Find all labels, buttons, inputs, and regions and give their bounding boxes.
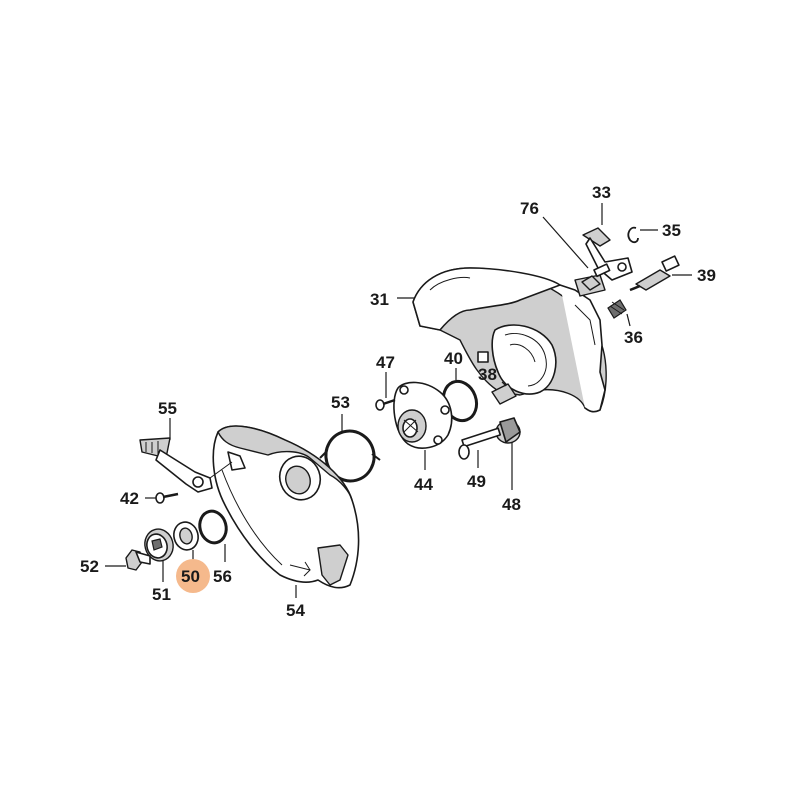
part-42-screw — [155, 492, 179, 504]
part-56-ring — [198, 509, 228, 545]
part-33-lever — [582, 227, 633, 281]
label-55: 55 — [158, 399, 177, 418]
label-33: 33 — [592, 183, 611, 202]
label-36: 36 — [624, 328, 643, 347]
part-55-lever — [139, 437, 246, 493]
label-54: 54 — [286, 601, 305, 620]
part-47-screw — [375, 398, 396, 411]
part-52-bolt — [125, 549, 151, 571]
part-labels: 33 76 35 39 31 36 40 47 38 53 55 44 49 4… — [80, 183, 716, 620]
highlight-marker — [176, 559, 210, 593]
part-53-spring — [319, 429, 381, 483]
part-49-bolt — [458, 427, 502, 460]
part-36-spring — [607, 299, 627, 319]
label-52: 52 — [80, 557, 99, 576]
part-50-washer — [173, 521, 199, 551]
label-31: 31 — [370, 290, 389, 309]
part-39-rod — [629, 255, 680, 292]
label-44: 44 — [414, 475, 433, 494]
lower-blade-guard — [212, 425, 360, 589]
label-40: 40 — [444, 349, 463, 368]
label-38: 38 — [478, 365, 497, 384]
part-38-block — [491, 383, 517, 405]
leader-lines — [105, 203, 692, 598]
label-76: 76 — [520, 199, 539, 218]
label-56: 56 — [213, 567, 232, 586]
label-51: 51 — [152, 585, 171, 604]
upper-blade-guard — [412, 267, 607, 413]
label-35: 35 — [662, 221, 681, 240]
label-39: 39 — [697, 266, 716, 285]
label-49: 49 — [467, 472, 486, 491]
part-44-flange — [393, 381, 453, 449]
label-42: 42 — [120, 489, 139, 508]
part-51-flange — [144, 528, 174, 562]
label-50: 50 — [181, 567, 200, 586]
label-53: 53 — [331, 393, 350, 412]
label-48: 48 — [502, 495, 521, 514]
part-35-clip — [627, 226, 639, 244]
label-47: 47 — [376, 353, 395, 372]
part-48-bushing — [495, 417, 521, 444]
part-76-bolt — [581, 263, 611, 291]
